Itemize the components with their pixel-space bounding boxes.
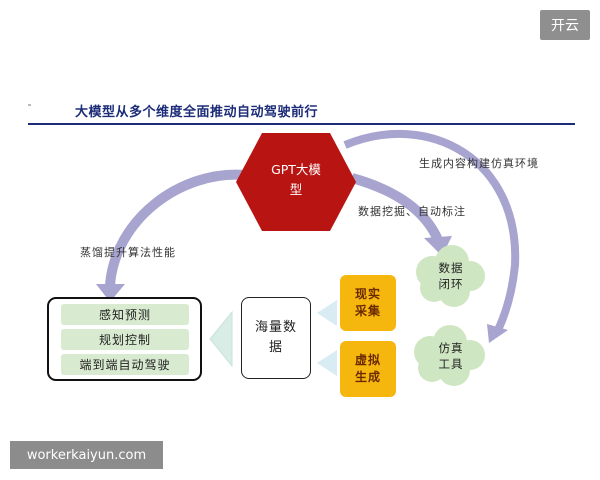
arrow-simulation bbox=[343, 129, 520, 332]
arrow-mining-head bbox=[424, 236, 452, 256]
arrow-distill-head bbox=[96, 284, 125, 302]
figure-title: 大模型从多个维度全面推动自动驾驶前行 bbox=[75, 105, 319, 120]
stack-item-planning: 规划控制 bbox=[61, 329, 189, 350]
cloud-sim bbox=[414, 325, 485, 386]
label-mining: 数据挖掘、自动标注 bbox=[358, 205, 466, 218]
gpt-hexagon bbox=[236, 133, 356, 231]
stack-item-perception: 感知预测 bbox=[61, 304, 189, 325]
arrow-simulation-head bbox=[487, 324, 508, 343]
massive-data-box: 海量数 据 bbox=[241, 297, 311, 379]
brand-badge: 开云 bbox=[540, 10, 590, 40]
cloud-loop bbox=[416, 245, 485, 307]
chevron-virtual-to-data bbox=[317, 350, 337, 376]
arrow-distill bbox=[105, 169, 246, 286]
watermark: workerkaiyun.com bbox=[10, 441, 163, 469]
arrow-mining bbox=[350, 173, 443, 243]
stack-item-end-to-end: 端到端自动驾驶 bbox=[61, 354, 189, 375]
arrow-data-to-stack bbox=[209, 310, 233, 368]
label-distill: 蒸馏提升算法性能 bbox=[80, 246, 176, 259]
title-mark bbox=[28, 104, 31, 106]
cloud-loop-label: 数据 闭环 bbox=[438, 261, 464, 291]
real-collection-box: 现实 采集 bbox=[340, 275, 396, 331]
label-simulation: 生成内容构建仿真环境 bbox=[419, 157, 539, 170]
title-rule bbox=[28, 123, 575, 125]
gpt-hexagon-label: GPT大模 型 bbox=[271, 162, 321, 197]
chevron-real-to-data bbox=[317, 300, 337, 326]
virtual-generation-box: 虚拟 生成 bbox=[340, 341, 396, 397]
cloud-sim-label: 仿真 工具 bbox=[438, 341, 464, 371]
